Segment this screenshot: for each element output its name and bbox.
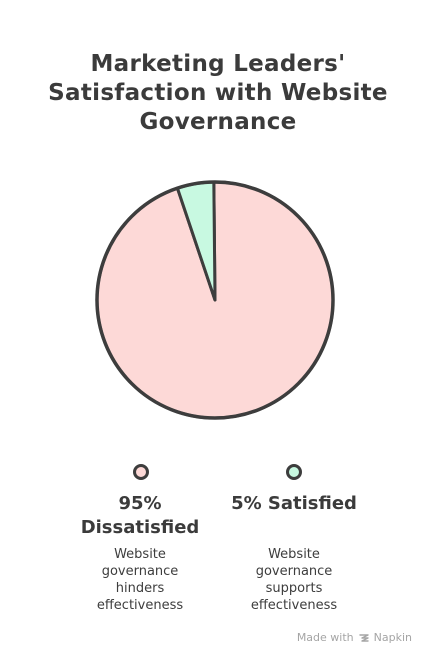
legend-desc-dissatisfied-line-2: governance	[101, 564, 179, 579]
legend-desc-satisfied-line-3: supports	[265, 581, 323, 596]
footer-brand: Napkin	[373, 631, 412, 644]
legend-desc-dissatisfied-line-4: effectiveness	[96, 598, 184, 613]
footer-credit: Made with Napkin	[297, 631, 412, 644]
chart-title-line-3: Governance	[139, 109, 297, 135]
footer-made-with: Made with	[296, 631, 354, 644]
legend-value-dissatisfied-line-2: Dissatisfied	[80, 517, 200, 538]
legend-desc-satisfied-line-4: effectiveness	[250, 598, 338, 613]
legend-dot-dissatisfied	[133, 464, 149, 480]
legend-desc-dissatisfied-line-3: hinders	[115, 581, 165, 596]
legend-value-dissatisfied-line-1: 95%	[118, 493, 162, 514]
legend-value-dissatisfied: 95% Dissatisfied	[60, 492, 220, 540]
legend-desc-satisfied-line-1: Website	[268, 547, 320, 562]
legend-dot-satisfied	[286, 464, 302, 480]
legend-value-satisfied-line-1: 5% Satisfied	[231, 493, 357, 514]
napkin-logo-icon	[358, 633, 369, 642]
pie-outline	[95, 180, 335, 420]
legend-desc-dissatisfied: Website governance hinders effectiveness	[60, 546, 220, 614]
chart-title-line-1: Marketing Leaders'	[90, 51, 346, 77]
legend-desc-dissatisfied-line-1: Website	[114, 547, 166, 562]
legend-desc-satisfied-line-2: governance	[255, 564, 333, 579]
legend-value-satisfied: 5% Satisfied	[208, 492, 380, 516]
chart-title-line-2: Satisfaction with Website	[48, 80, 388, 106]
legend-desc-satisfied: Website governance supports effectivenes…	[214, 546, 374, 614]
chart-title: Marketing Leaders' Satisfaction with Web…	[0, 50, 436, 137]
pie-slices	[95, 180, 335, 420]
